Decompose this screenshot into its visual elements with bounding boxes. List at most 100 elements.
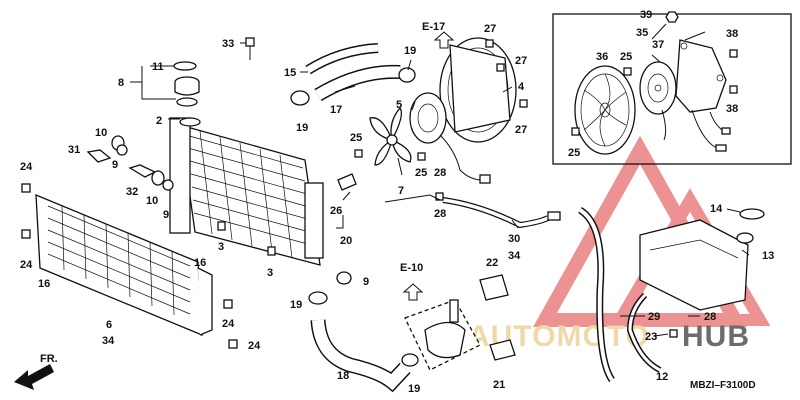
inset-bolt-38a-icon xyxy=(729,49,738,58)
label-19b: 19 xyxy=(404,45,416,57)
bolt-32-icon xyxy=(128,164,157,178)
bolt-27a-icon xyxy=(485,39,494,48)
label-17: 17 xyxy=(330,104,342,116)
label-2: 2 xyxy=(156,115,162,127)
temperature-sensor-icon xyxy=(489,339,516,361)
label-5: 5 xyxy=(396,99,402,111)
label-19d: 19 xyxy=(408,383,420,395)
diagram-code: MBZI–F3100D xyxy=(690,380,756,391)
inset-bolt-38b-icon xyxy=(729,85,738,94)
bolt-24c-icon xyxy=(223,299,233,309)
label-18: 18 xyxy=(337,370,349,382)
label-22: 22 xyxy=(486,257,498,269)
hose-joint-icon xyxy=(547,211,561,221)
hose-clamp-19b-icon xyxy=(398,67,416,83)
inset-bolt-25-icon xyxy=(623,67,632,76)
label-39: 39 xyxy=(640,9,652,21)
label-3a: 3 xyxy=(218,241,224,253)
reserve-tank-icon xyxy=(639,219,754,311)
label-11: 11 xyxy=(152,61,164,73)
label-28a: 28 xyxy=(434,167,446,179)
hose-clamp-19c-icon xyxy=(308,291,328,305)
bolt-25a-icon xyxy=(354,149,363,158)
label-9c: 9 xyxy=(363,276,369,288)
label-25a: 25 xyxy=(350,132,362,144)
label-29: 29 xyxy=(648,311,660,323)
inset-fan-motor-icon xyxy=(639,61,677,141)
inset-fan-blade-icon xyxy=(574,65,636,155)
ref-front: FR. xyxy=(40,353,58,365)
hose-15-icon xyxy=(305,43,379,75)
fan-motor-icon xyxy=(409,92,491,184)
bolt-27b-icon xyxy=(519,99,528,108)
label-10b: 10 xyxy=(146,195,158,207)
label-30: 30 xyxy=(508,233,520,245)
bolt-27c-icon xyxy=(496,63,505,72)
label-38b: 38 xyxy=(726,103,738,115)
e17-arrow-icon xyxy=(433,31,455,49)
label-7: 7 xyxy=(398,185,404,197)
label-27a: 27 xyxy=(484,23,496,35)
inset-nut-39-icon xyxy=(665,11,679,23)
label-38a: 38 xyxy=(726,28,738,40)
radiator-core-icon xyxy=(169,117,324,266)
tank-cap-icon xyxy=(739,208,765,220)
bolt-23-icon xyxy=(669,329,678,338)
label-21: 21 xyxy=(493,379,505,391)
label-36: 36 xyxy=(596,51,608,63)
label-28b: 28 xyxy=(434,208,446,220)
bolt-24a-icon xyxy=(21,183,31,193)
label-37: 37 xyxy=(652,39,664,51)
label-24b: 24 xyxy=(20,259,33,271)
label-24a: 24 xyxy=(20,161,33,173)
label-34a: 34 xyxy=(508,250,521,262)
clip-3a-icon xyxy=(217,221,226,231)
label-16b: 16 xyxy=(194,257,206,269)
label-32: 32 xyxy=(126,186,138,198)
radiator-grille-icon xyxy=(35,194,213,336)
label-19c: 19 xyxy=(290,299,302,311)
inset-fan-bracket-icon xyxy=(675,39,731,152)
label-24c: 24 xyxy=(222,318,235,330)
pipe-22-icon xyxy=(479,274,509,301)
label-34b: 34 xyxy=(102,335,115,347)
label-3b: 3 xyxy=(267,267,273,279)
label-27c: 27 xyxy=(515,124,527,136)
clip-3b-icon xyxy=(267,246,276,256)
front-arrow-icon xyxy=(14,364,54,390)
grommet-10b-icon xyxy=(151,170,165,186)
label-25d: 25 xyxy=(568,147,580,159)
label-8: 8 xyxy=(118,77,124,89)
siphon-hose-icon xyxy=(577,207,662,383)
label-26: 26 xyxy=(330,205,342,217)
label-23: 23 xyxy=(645,331,657,343)
hose-17-icon xyxy=(314,64,401,102)
label-31: 31 xyxy=(68,144,80,156)
radiator-cap-icon xyxy=(173,61,200,107)
ref-e10: E-10 xyxy=(400,262,423,274)
label-16a: 16 xyxy=(38,278,50,290)
label-12: 12 xyxy=(656,371,668,383)
bolt-24d-icon xyxy=(228,339,238,349)
collar-9a-icon xyxy=(116,144,128,156)
label-28c: 28 xyxy=(704,311,716,323)
label-33: 33 xyxy=(222,38,234,50)
e10-arrow-icon xyxy=(402,283,424,301)
part-number-labels: 11 8 2 33 15 19 17 19 5 4 27 27 27 25 25… xyxy=(20,9,774,395)
hose-clamp-19a-icon xyxy=(290,90,310,106)
thermo-switch-icon xyxy=(337,173,357,191)
leader-lines xyxy=(130,23,750,337)
ref-e17: E-17 xyxy=(422,21,445,33)
label-4: 4 xyxy=(518,81,525,93)
label-19a: 19 xyxy=(296,122,308,134)
bolt-25b-icon xyxy=(417,152,426,161)
collar-9b-icon xyxy=(162,179,174,191)
label-20: 20 xyxy=(340,235,352,247)
label-6: 6 xyxy=(106,319,112,331)
bolt-33-icon xyxy=(245,37,255,60)
label-10a: 10 xyxy=(95,127,107,139)
label-14: 14 xyxy=(710,203,723,215)
fan-shroud-icon xyxy=(439,37,517,143)
filler-neck-icon xyxy=(179,117,201,127)
